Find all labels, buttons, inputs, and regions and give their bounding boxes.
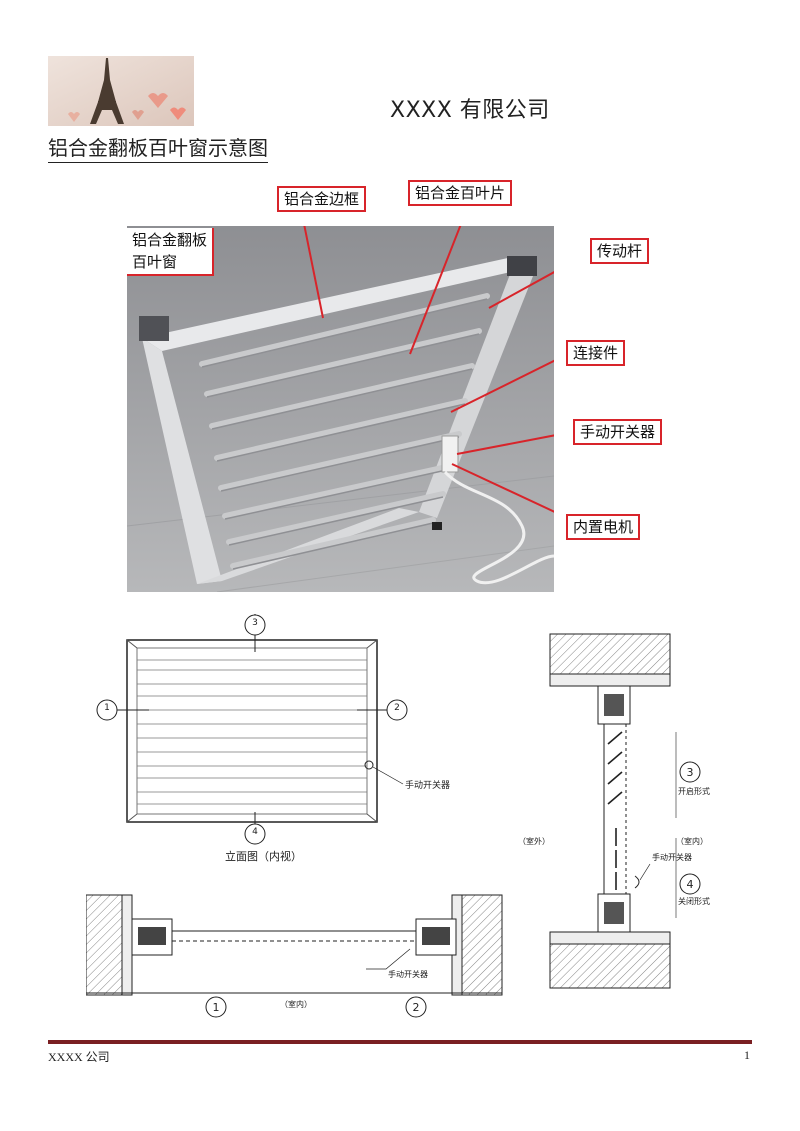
- marker-4-label: 4: [252, 827, 258, 837]
- eiffel-tower-logo: [48, 56, 194, 126]
- louver-window-photo: [127, 226, 554, 592]
- elevation-drawing: 3 1 2 4 手动开关器 立面图（内视）: [96, 614, 450, 863]
- section-marker-4: 4: [687, 878, 694, 891]
- callout-connector: 连接件: [566, 340, 626, 366]
- callout-frame: 铝合金边框: [277, 186, 367, 212]
- section-inside-label: （室内）: [676, 836, 708, 846]
- callout-manual-switch: 手动开关器: [573, 419, 663, 445]
- plan-marker-2: 2: [413, 1001, 420, 1014]
- elevation-switch-label: 手动开关器: [405, 779, 450, 791]
- callout-louver: 铝合金百叶片: [408, 180, 513, 206]
- marker-2-label: 2: [394, 703, 400, 713]
- plan-section-drawing: 手动开关器 1 2 （室内）: [86, 894, 503, 1018]
- company-name: XXXX 有限公司: [390, 98, 550, 123]
- section-closed-label: 关闭形式: [678, 896, 710, 906]
- section-open-label: 开启形式: [678, 786, 710, 796]
- elevation-caption: 立面图（内视）: [225, 849, 302, 863]
- section-marker-3: 3: [687, 766, 694, 779]
- marker-3-label: 3: [252, 618, 258, 628]
- footer-rule: [48, 1040, 752, 1044]
- callout-rod: 传动杆: [590, 238, 650, 264]
- vertical-section-drawing: 手动开关器 （室外） （室内） 3 开启形式 4 关闭形式: [518, 633, 710, 989]
- page-title: 铝合金翻板百叶窗示意图: [48, 132, 268, 163]
- marker-1-label: 1: [104, 703, 110, 713]
- callout-window: 铝合金翻板 百叶窗: [127, 228, 215, 276]
- plan-switch-label: 手动开关器: [388, 969, 428, 979]
- page-number: 1: [744, 1048, 750, 1062]
- callout-motor: 内置电机: [566, 514, 641, 540]
- plan-marker-1: 1: [213, 1001, 220, 1014]
- plan-inside-label: （室内）: [280, 999, 312, 1009]
- section-outside-label: （室外）: [518, 836, 550, 846]
- section-switch-label: 手动开关器: [652, 852, 692, 862]
- footer-company: XXXX 公司: [48, 1050, 110, 1064]
